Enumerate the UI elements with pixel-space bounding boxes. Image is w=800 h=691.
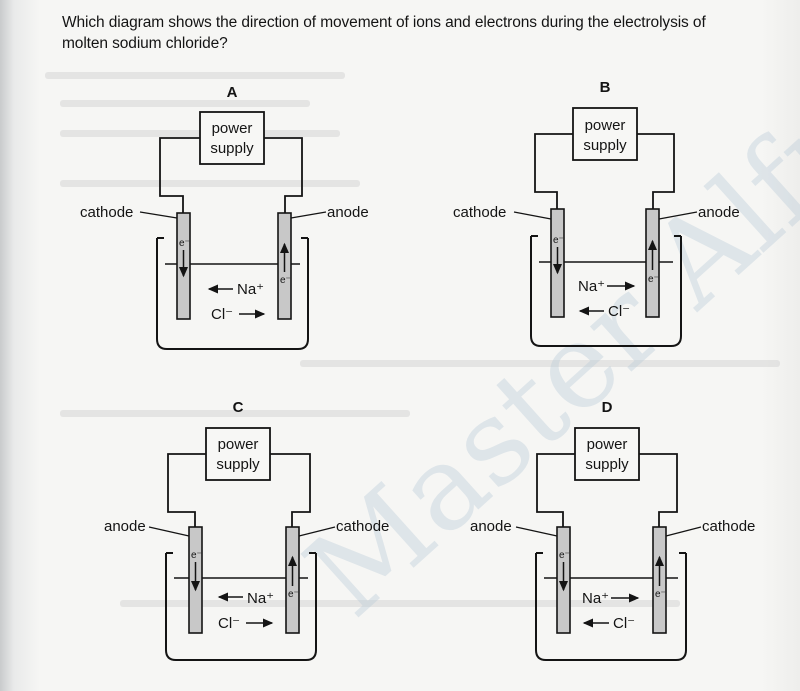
wire [637,133,675,209]
power-supply-box [205,427,271,481]
electrode-label: cathode [336,518,389,535]
electrode-label: cathode [453,204,506,221]
show-through-line [60,100,310,107]
show-through-line [60,180,360,187]
electrode-label: anode [327,204,369,221]
electron-symbol: e⁻ [280,275,291,286]
label-leader [513,211,552,220]
electrode-label: anode [104,518,146,535]
label-leader [139,211,178,219]
diagram-b: B power supply e⁻ e⁻ cathode anode Na⁺ C… [453,79,740,347]
diagram-letter: B [600,79,611,96]
ion-label: Cl⁻ [608,303,630,320]
ion-label: Cl⁻ [211,306,233,323]
wire [264,137,303,213]
power-supply-label: supply [216,456,260,473]
beaker [165,553,317,661]
ion-label: Na⁺ [578,278,605,295]
label-leader [148,526,190,537]
power-supply-label: supply [583,137,627,154]
wire [639,453,678,527]
diagram-d: D power supply e⁻ e⁻ anode cathode Na⁺ C… [470,399,755,661]
label-leader [298,526,336,537]
beaker [156,238,309,350]
electrode-label: cathode [702,518,755,535]
beaker [530,236,682,347]
ion-label: Na⁺ [247,590,274,607]
electron-symbol: e⁻ [288,589,299,600]
wire [167,453,206,527]
power-supply-box [572,107,638,161]
wire [159,137,200,213]
wire [536,453,575,527]
diagram-letter: A [227,84,238,101]
label-leader [658,211,698,220]
electrode-label: cathode [80,204,133,221]
electron-symbol: e⁻ [559,550,570,561]
show-through-line [60,410,410,417]
electron-symbol: e⁻ [553,235,564,246]
ion-label: Na⁺ [237,281,264,298]
power-supply-label: power [585,117,626,134]
power-supply-label: power [218,436,259,453]
electrode-label: anode [698,204,740,221]
diagram-a: A power supply e⁻ e⁻ cathode anode Na⁺ C… [80,84,369,350]
power-supply-label: supply [210,140,254,157]
diagram-letter: D [602,399,613,416]
wire [270,453,311,527]
ion-label: Na⁺ [582,590,609,607]
electron-symbol: e⁻ [179,238,190,249]
electrode-label: anode [470,518,512,535]
show-through-line [300,360,780,367]
power-supply-label: supply [585,456,629,473]
power-supply-label: power [212,120,253,137]
show-through-line [120,600,680,607]
diagram-c: C power supply e⁻ e⁻ anode cathode Na⁺ C… [104,399,389,661]
label-leader [290,211,327,219]
ion-label: Cl⁻ [218,615,240,632]
diagram-letter: C [233,399,244,416]
wire [534,133,573,209]
power-supply-label: power [587,436,628,453]
electron-symbol: e⁻ [191,550,202,561]
beaker [535,553,687,661]
electron-symbol: e⁻ [655,589,666,600]
question-text: Which diagram shows the direction of mov… [62,14,706,52]
ion-label: Cl⁻ [613,615,635,632]
label-leader [665,526,702,537]
electron-symbol: e⁻ [648,274,659,285]
show-through-line [45,72,345,79]
label-leader [515,526,558,537]
